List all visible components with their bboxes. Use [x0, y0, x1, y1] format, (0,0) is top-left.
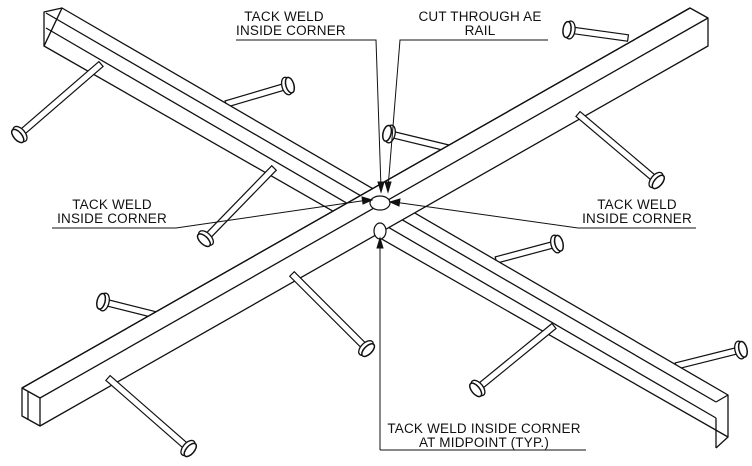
stud-head-face — [651, 174, 666, 190]
stud-head-face — [196, 233, 212, 248]
stud-shaft — [674, 346, 742, 370]
callout-line: AT MIDPOINT (TYP.) — [418, 435, 550, 450]
callout-line: RAIL — [464, 23, 496, 38]
stud — [196, 164, 278, 248]
stud-head-face — [10, 128, 25, 144]
stud — [494, 234, 565, 264]
stud-head-face — [382, 124, 393, 142]
arrow-top-left — [377, 181, 385, 194]
callout-line: TACK WELD INSIDE CORNER — [387, 421, 581, 436]
stud-head-face — [183, 442, 198, 458]
callout-line: TACK WELD — [597, 197, 677, 212]
callout-line: INSIDE CORNER — [582, 211, 692, 226]
stud-head-face — [284, 76, 296, 94]
rail-b-end-top — [21, 387, 41, 399]
stud-shaft — [494, 240, 558, 264]
rail-b-top-edge — [21, 7, 691, 389]
arrow-bottom — [376, 236, 384, 249]
stud — [382, 124, 458, 154]
callout-line: INSIDE CORNER — [236, 23, 346, 38]
stud — [105, 374, 198, 458]
leader-lines — [52, 39, 696, 451]
stud-shaft — [568, 26, 630, 42]
leader-top-left — [236, 39, 382, 189]
leader-right — [393, 201, 696, 229]
callout-line: TACK WELD — [244, 9, 324, 24]
arrow-left — [361, 196, 374, 205]
stud-shaft — [475, 322, 557, 392]
stud-shaft — [202, 164, 278, 242]
stud — [468, 322, 557, 398]
rail-a-end-cap-top — [715, 394, 729, 403]
rail-a-end — [43, 7, 63, 47]
stud-head-face — [562, 20, 572, 39]
leader-left — [52, 199, 369, 229]
studs-back — [96, 20, 748, 370]
stud — [674, 340, 748, 370]
stud — [10, 60, 104, 144]
stud-shaft — [575, 110, 659, 184]
callout-tack-weld-right: TACK WELD INSIDE CORNER — [578, 198, 696, 226]
callout-line: INSIDE CORNER — [57, 211, 167, 226]
stud — [224, 76, 296, 108]
callout-line: TACK WELD — [72, 197, 152, 212]
stud-head-face — [96, 292, 107, 310]
callout-tack-weld-midpoint: TACK WELD INSIDE CORNER AT MIDPOINT (TYP… — [382, 422, 586, 450]
stud — [575, 110, 666, 190]
stud-shaft — [224, 82, 289, 108]
leader-top-right — [387, 39, 548, 189]
stud-shaft — [17, 60, 104, 138]
stud-head-face — [737, 340, 748, 358]
stud — [288, 270, 376, 358]
callout-line: CUT THROUGH AE — [418, 9, 542, 24]
stud-head-face — [361, 343, 376, 358]
arrow-right — [388, 198, 401, 207]
stud-shaft — [105, 374, 191, 452]
callout-tack-weld-left: TACK WELD INSIDE CORNER — [52, 198, 172, 226]
stud-head-face — [553, 234, 565, 252]
rail-a-end-cap-side — [715, 436, 729, 449]
callout-tack-weld-top-left: TACK WELD INSIDE CORNER — [236, 9, 346, 38]
weld-spot-top — [369, 195, 391, 211]
rail-diagonal-up — [21, 7, 709, 427]
stud-shaft — [288, 270, 370, 352]
arrow-top-right — [384, 181, 392, 194]
stud-head-face — [468, 382, 483, 398]
stud — [562, 20, 630, 42]
callout-cut-through-rail: CUT THROUGH AE RAIL — [412, 10, 548, 38]
